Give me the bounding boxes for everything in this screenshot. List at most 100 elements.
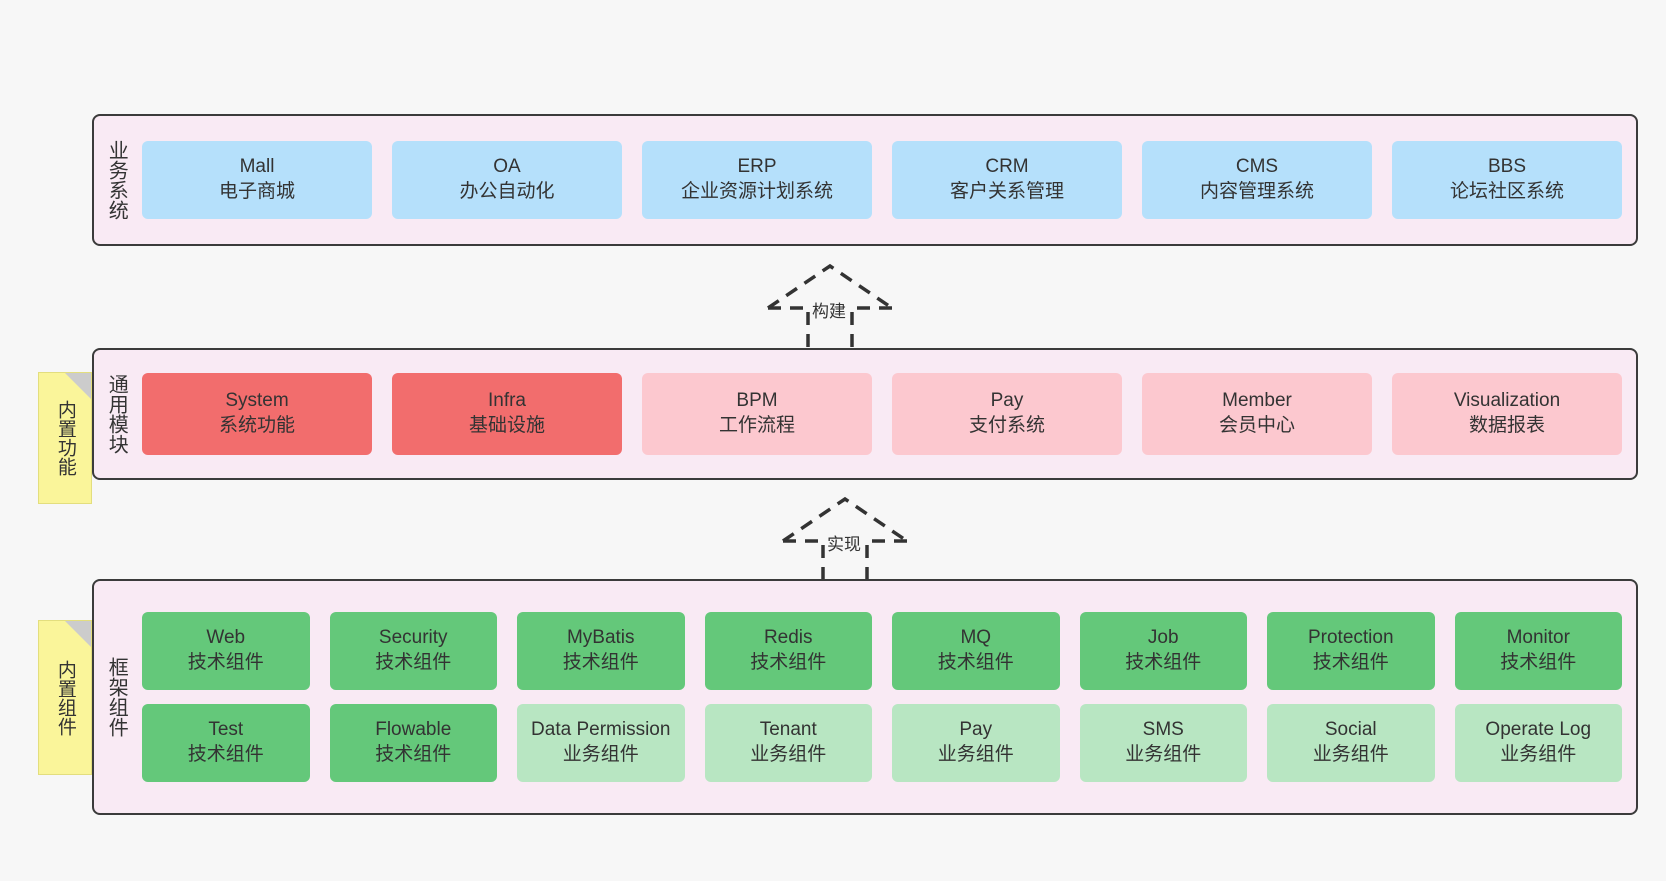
card-title: CMS [1235,156,1279,178]
framework-card-row-1: Web 技术组件 Security 技术组件 MyBatis 技术组件 Redi… [142,612,1622,690]
card-title: Job [1147,627,1179,649]
arrow-head-outline [782,496,908,543]
card-subtitle: 支付系统 [968,415,1045,436]
arrow-shaft-left [783,539,825,583]
card-protection[interactable]: Protection 技术组件 [1267,612,1435,690]
badge-builtin-components: 内置组件 [38,620,92,775]
connector-implement: 实现 [775,495,915,583]
card-title: BBS [1487,156,1527,178]
card-title: Flowable [375,719,452,741]
card-title: Data Permission [531,719,671,741]
card-title: Pay [959,719,993,741]
business-card-row: Mall 电子商城 OA 办公自动化 ERP 企业资源计划系统 CRM 客户关系… [142,141,1622,219]
card-title: Operate Log [1485,719,1592,741]
card-subtitle: 业务组件 [750,744,827,765]
card-title: MQ [960,627,992,649]
layer-framework: 框架组件 Web 技术组件 Security 技术组件 MyBatis 技术组件… [92,579,1638,815]
arrow-shaft-right [865,539,907,583]
card-title: CRM [985,156,1029,178]
card-mybatis[interactable]: MyBatis 技术组件 [517,612,685,690]
card-social[interactable]: Social 业务组件 [1267,704,1435,782]
connector-implement-label: 实现 [825,530,863,555]
card-title: Tenant [759,719,817,741]
card-title: Mall [239,156,275,178]
card-member[interactable]: Member 会员中心 [1142,373,1372,455]
card-subtitle: 工作流程 [718,415,795,436]
card-subtitle: 企业资源计划系统 [680,181,833,202]
connector-build-label: 构建 [810,297,848,322]
card-subtitle: 业务组件 [1125,744,1202,765]
card-title: Protection [1307,627,1394,649]
card-subtitle: 数据报表 [1468,415,1545,436]
card-erp[interactable]: ERP 企业资源计划系统 [642,141,872,219]
layer-module-label: 通用模块 [105,374,128,454]
card-pay-component[interactable]: Pay 业务组件 [892,704,1060,782]
card-cms[interactable]: CMS 内容管理系统 [1142,141,1372,219]
card-system[interactable]: System 系统功能 [142,373,372,455]
card-pay-module[interactable]: Pay 支付系统 [892,373,1122,455]
card-job[interactable]: Job 技术组件 [1079,612,1247,690]
card-subtitle: 论坛社区系统 [1449,181,1564,202]
card-subtitle: 技术组件 [187,744,264,765]
card-bpm[interactable]: BPM 工作流程 [642,373,872,455]
card-title: BPM [736,390,778,412]
card-web[interactable]: Web 技术组件 [142,612,310,690]
card-subtitle: 内容管理系统 [1199,181,1314,202]
card-oa[interactable]: OA 办公自动化 [392,141,622,219]
card-title: Test [208,719,244,741]
card-subtitle: 业务组件 [1500,744,1577,765]
arrow-shaft-right [850,306,892,350]
card-crm[interactable]: CRM 客户关系管理 [892,141,1122,219]
card-subtitle: 电子商城 [218,181,295,202]
card-redis[interactable]: Redis 技术组件 [704,612,872,690]
card-operate-log[interactable]: Operate Log 业务组件 [1454,704,1622,782]
connector-build: 构建 [760,262,900,350]
card-title: MyBatis [566,627,635,649]
layer-module: 通用模块 System 系统功能 Infra 基础设施 BPM 工作流程 Pay… [92,348,1638,480]
card-subtitle: 技术组件 [562,652,639,673]
badge-builtin-features: 内置功能 [38,372,92,504]
card-data-permission[interactable]: Data Permission 业务组件 [517,704,685,782]
card-subtitle: 办公自动化 [459,181,555,202]
card-subtitle: 业务组件 [562,744,639,765]
card-title: Security [378,627,448,649]
card-title: Social [1324,719,1377,741]
card-mq[interactable]: MQ 技术组件 [892,612,1060,690]
layer-business-label: 业务系统 [105,140,128,220]
layer-framework-label: 框架组件 [105,657,128,737]
card-title: Infra [487,390,527,412]
card-security[interactable]: Security 技术组件 [329,612,497,690]
card-flowable[interactable]: Flowable 技术组件 [329,704,497,782]
card-title: Member [1222,390,1292,412]
card-mall[interactable]: Mall 电子商城 [142,141,372,219]
framework-card-row-2: Test 技术组件 Flowable 技术组件 Data Permission … [142,704,1622,782]
badge-label: 内置组件 [54,659,76,736]
card-subtitle: 技术组件 [187,652,264,673]
card-title: Visualization [1453,390,1561,412]
card-monitor[interactable]: Monitor 技术组件 [1454,612,1622,690]
card-title: SMS [1142,719,1184,741]
layer-business: 业务系统 Mall 电子商城 OA 办公自动化 ERP 企业资源计划系统 CRM… [92,114,1638,246]
card-tenant[interactable]: Tenant 业务组件 [704,704,872,782]
card-title: Redis [763,627,813,649]
card-subtitle: 业务组件 [937,744,1014,765]
card-test[interactable]: Test 技术组件 [142,704,310,782]
card-subtitle: 技术组件 [1312,652,1389,673]
card-subtitle: 业务组件 [1312,744,1389,765]
card-bbs[interactable]: BBS 论坛社区系统 [1392,141,1622,219]
badge-label: 内置功能 [54,400,76,476]
card-subtitle: 技术组件 [750,652,827,673]
card-title: Pay [990,390,1024,412]
card-subtitle: 技术组件 [937,652,1014,673]
card-subtitle: 系统功能 [218,415,295,436]
card-sms[interactable]: SMS 业务组件 [1079,704,1247,782]
card-visualization[interactable]: Visualization 数据报表 [1392,373,1622,455]
card-subtitle: 技术组件 [1500,652,1577,673]
card-subtitle: 会员中心 [1218,415,1295,436]
card-subtitle: 客户关系管理 [949,181,1064,202]
card-infra[interactable]: Infra 基础设施 [392,373,622,455]
card-subtitle: 技术组件 [375,744,452,765]
card-subtitle: 基础设施 [468,415,545,436]
card-subtitle: 技术组件 [1125,652,1202,673]
